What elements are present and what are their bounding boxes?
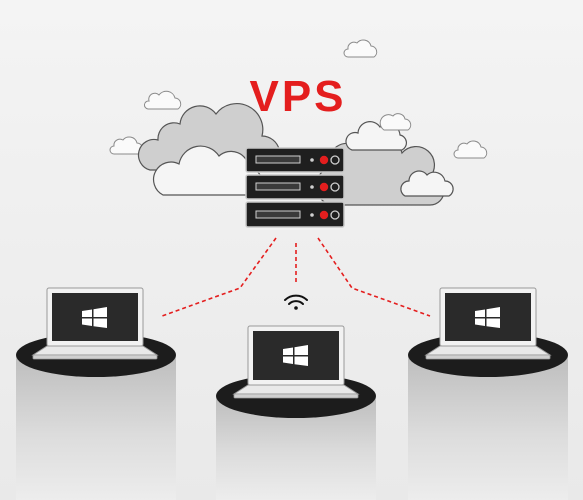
windows-logo-icon [82,307,107,328]
pedestal [216,396,376,500]
vps-title: VPS [249,72,347,121]
cloud-icon [137,103,281,171]
small-cloud-icon [343,39,378,58]
small-cloud-icon [453,140,488,159]
server-unit [245,174,345,200]
server-rack-icon [245,147,345,228]
right-client [408,287,568,500]
wifi-icon [284,294,308,310]
windows-logo-icon [475,307,500,328]
cloud-icon [153,145,263,196]
small-cloud-icon [379,113,412,131]
cloud-icon [400,170,454,197]
laptop [424,287,552,360]
pedestal [408,355,568,500]
center-client [216,325,376,500]
server-unit [245,201,345,228]
laptop [232,325,360,399]
pedestal [16,355,176,500]
connection-lines [161,237,431,317]
windows-logo-icon [283,345,308,366]
link-right [317,237,431,317]
laptop [31,287,159,360]
server-unit [245,147,345,173]
small-cloud-icon [144,90,182,110]
left-client [16,287,176,500]
